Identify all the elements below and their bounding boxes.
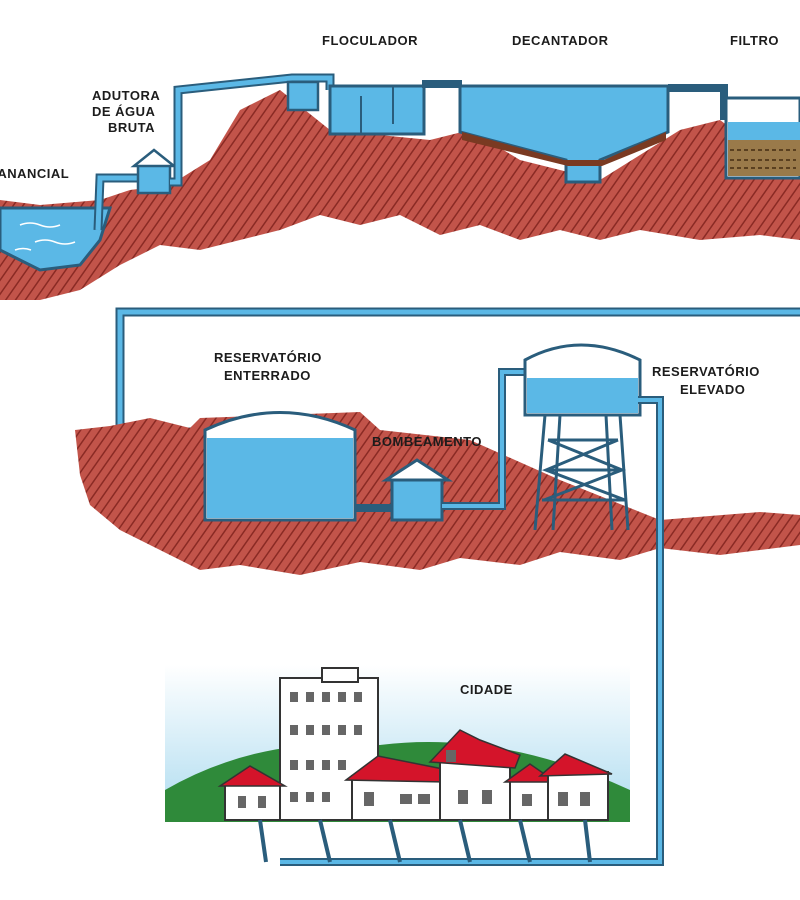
- intake-pipe-inner: [95, 175, 140, 231]
- label-floculador: FLOCULADOR: [322, 33, 418, 48]
- label-reservatorio-enterrado-2: ENTERRADO: [224, 368, 311, 383]
- label-bombeamento: BOMBEAMENTO: [372, 434, 482, 449]
- inlet-chamber: [286, 80, 320, 112]
- label-cidade: CIDADE: [460, 682, 513, 697]
- label-filtro: FILTRO: [730, 33, 779, 48]
- label-reservatorio-elevado-2: ELEVADO: [680, 382, 745, 397]
- water-ripples: [14, 222, 76, 251]
- floculador-tank: [328, 84, 426, 136]
- house-icon: [343, 755, 449, 821]
- adutora-pipe-inner: [170, 75, 333, 185]
- water-tower-icon: [523, 343, 642, 531]
- filtro-tank: [724, 96, 800, 180]
- city-service-lines: [258, 819, 592, 863]
- house-icon: [537, 753, 613, 821]
- pipe-to-elevado-inner: [442, 370, 530, 508]
- house-icon: [428, 729, 521, 821]
- decantador-sludge: [462, 132, 666, 166]
- earth-top: [0, 90, 800, 300]
- label-reservatorio-elevado-1: RESERVATÓRIO: [652, 364, 760, 379]
- label-manancial: MANANCIAL: [0, 166, 69, 181]
- reservatorio-enterrado-tank: [203, 411, 357, 522]
- label-adutora-2: DE ÁGUA: [92, 104, 156, 119]
- label-reservatorio-enterrado-1: RESERVATÓRIO: [214, 350, 322, 365]
- label-decantador: DECANTADOR: [512, 33, 609, 48]
- label-adutora-1: ADUTORA: [92, 88, 160, 103]
- label-adutora-3: BRUTA: [108, 120, 155, 135]
- connector-pipe-2: [668, 84, 728, 120]
- house-icon: [217, 765, 288, 821]
- bombeamento-house-icon: [380, 458, 454, 522]
- pump-house-icon: [130, 148, 178, 195]
